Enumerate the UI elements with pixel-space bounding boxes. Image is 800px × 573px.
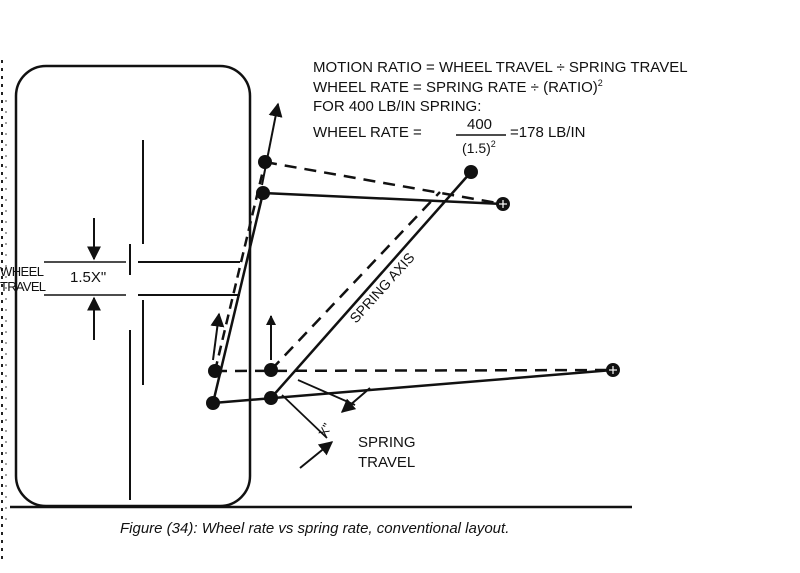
lower-arm-dashed	[214, 368, 614, 373]
spring-travel-label-2: TRAVEL	[358, 454, 415, 471]
formula-wheel-rate: WHEEL RATE = SPRING RATE ÷ (RATIO)2	[313, 78, 603, 96]
spring-axis-dashed	[270, 191, 441, 371]
spring-lower-mount-dashed	[264, 363, 278, 377]
wheel-travel-label-1: WHEEL	[0, 264, 44, 279]
scan-edge	[1, 60, 7, 560]
lower-ball-joint	[206, 396, 220, 410]
upper-ball-joint-dashed	[258, 155, 272, 169]
formula-wheel-rate-label: WHEEL RATE =	[313, 124, 422, 141]
formula-spring-caption: FOR 400 LB/IN SPRING:	[313, 98, 481, 115]
upper-arm-solid	[262, 191, 504, 206]
figure-caption: Figure (34): Wheel rate vs spring rate, …	[120, 520, 509, 537]
wheel-travel-label-2: TRAVEL	[0, 279, 46, 294]
formula-motion-ratio: MOTION RATIO = WHEEL TRAVEL ÷ SPRING TRA…	[313, 59, 688, 76]
spring-travel-dimension	[281, 379, 371, 469]
spring-travel-label-1: SPRING	[358, 434, 416, 451]
spring-axis-label: SPRING AXIS	[346, 249, 417, 326]
upper-joint-motion-arrow	[261, 102, 283, 186]
spring-travel-value: X"	[315, 420, 335, 439]
upright-dashed	[213, 161, 267, 372]
wheel-travel-dimension	[44, 218, 240, 340]
tire-outline	[14, 64, 252, 508]
lower-arm-solid	[212, 368, 614, 405]
wheel-travel-value: 1.5X"	[70, 269, 106, 286]
spring-axis-solid	[270, 171, 472, 399]
formula-numerator: 400	[467, 116, 492, 133]
pivot-joints	[206, 155, 620, 410]
upright-solid	[211, 192, 265, 404]
upper-arm-dashed	[264, 160, 504, 206]
upper-ball-joint	[256, 186, 270, 200]
spring-upper-mount	[464, 165, 478, 179]
formula-block: MOTION RATIO = WHEEL TRAVEL ÷ SPRING TRA…	[313, 59, 688, 156]
lower-ball-joint-dashed	[208, 364, 222, 378]
lower-joint-motion-arrow	[210, 312, 225, 361]
formula-result: =178 LB/IN	[510, 124, 585, 141]
formula-denominator: (1.5)2	[462, 139, 496, 156]
spring-lower-mount	[264, 391, 278, 405]
